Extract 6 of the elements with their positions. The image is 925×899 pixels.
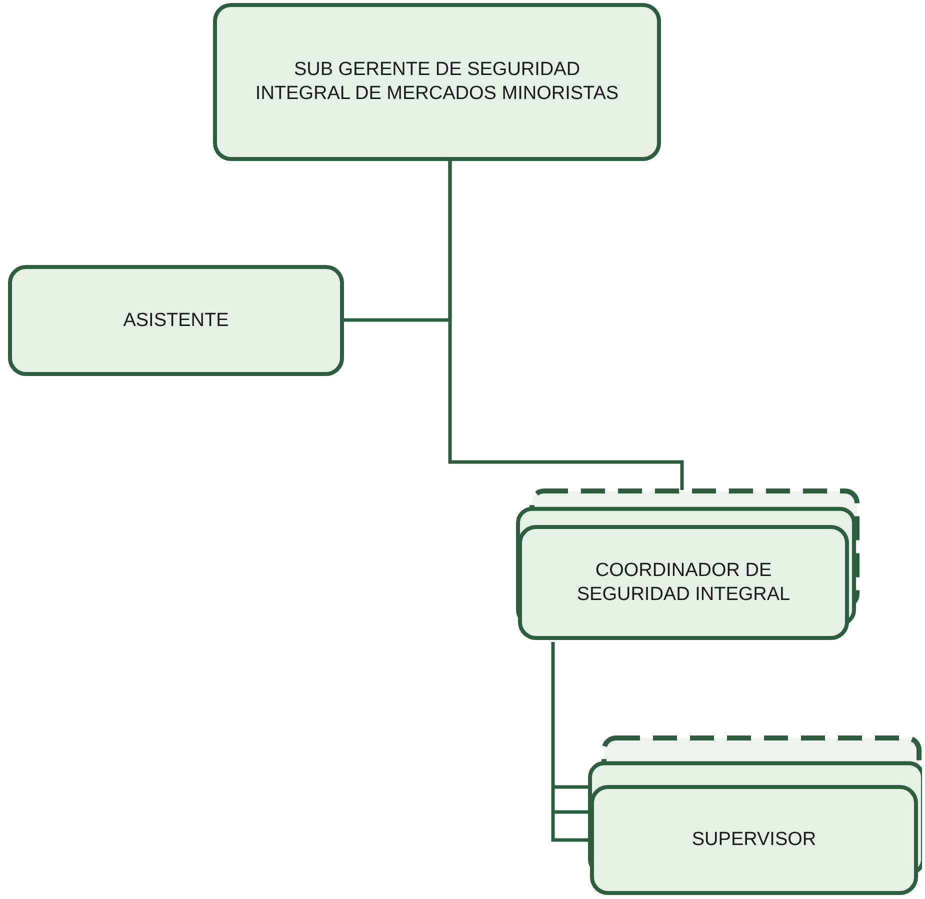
position-title: SUB GERENTE DE SEGURIDAD INTEGRAL DE MERCADOS MINORISTAS (254, 58, 620, 106)
position-title: ASISTENTE (123, 308, 229, 332)
connector-line (448, 161, 684, 490)
position-title: COORDINADOR DE SEGURIDAD INTEGRAL (576, 558, 792, 606)
position-title: SUPERVISOR (692, 828, 816, 852)
connector-line (551, 642, 590, 842)
